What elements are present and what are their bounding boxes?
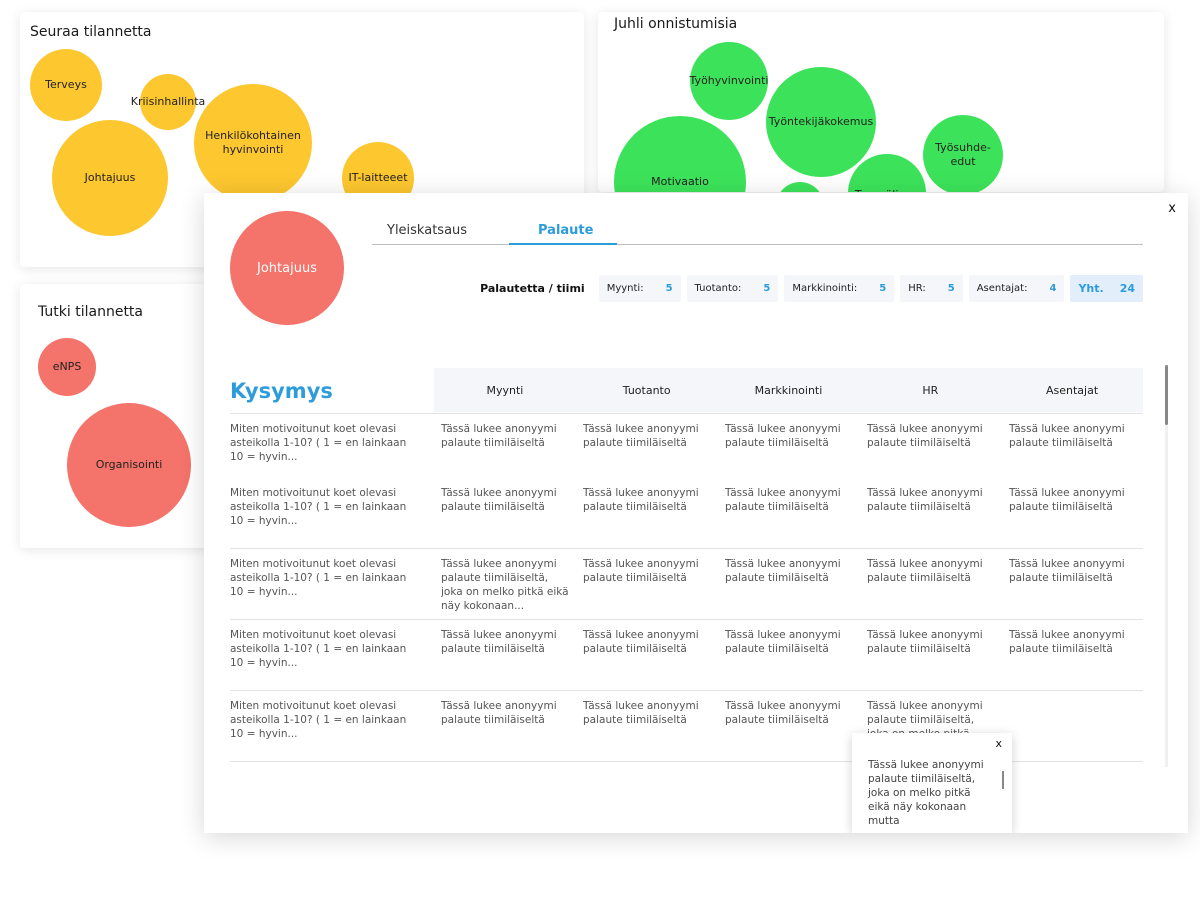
panel-title: Seuraa tilannetta [30,24,152,40]
bubble-motivaatio[interactable]: Motivaatio [614,116,746,192]
feedback-popover: x Tässä lukee anonyymi palaute tiimiläis… [852,733,1012,833]
panel-tutki-tilannetta: Tutki tilannetta eNPS Organisointi [20,284,220,548]
active-tab-indicator [509,243,617,245]
feedback-modal: x Johtajuus Yleiskatsaus Palaute Palaute… [204,193,1188,833]
feedback-cell[interactable]: Tässä lukee anonyymi palaute tiimiläisel… [725,629,841,655]
feedback-cell[interactable]: Tässä lukee anonyymi palaute tiimiläisel… [441,423,557,449]
chip-count: 4 [1049,283,1057,294]
feedback-cell[interactable]: Tässä lukee anonyymi palaute tiimiläisel… [725,487,841,513]
feedback-cell[interactable]: Tässä lukee anonyymi palaute tiimiläisel… [583,423,699,449]
chip-label: Yht. [1078,282,1104,295]
column-header-myynti[interactable]: Myynti [486,383,524,397]
row-divider [230,548,1143,549]
bubble-tyohyvinvointi[interactable]: Työhyvinvointi [690,42,768,120]
team-chip-asentajat[interactable]: Asentajat: 4 [968,275,1065,302]
team-chip-markkinointi[interactable]: Markkinointi: 5 [784,275,895,302]
table-scrollbar[interactable] [1165,365,1168,767]
feedback-cell[interactable]: Tässä lukee anonyymi palaute tiimiläisel… [1009,558,1125,584]
feedback-cell[interactable]: Tässä lukee anonyymi palaute tiimiläisel… [583,629,699,655]
feedback-cell[interactable]: Tässä lukee anonyymi palaute tiimiläisel… [867,423,983,449]
column-header-hr[interactable]: HR [922,383,939,397]
chip-label: Markkinointi: [792,283,858,294]
topic-bubble: Johtajuus [230,211,344,325]
modal-tabs: Yleiskatsaus Palaute [372,217,1143,245]
feedback-cell[interactable]: Tässä lukee anonyymi palaute tiimiläisel… [725,423,841,449]
feedback-cell[interactable]: Tässä lukee anonyymi palaute tiimiläisel… [725,700,841,726]
panel-title: Juhli onnistumisia [614,16,738,32]
table-row[interactable]: Miten motivoitunut koet olevasi asteikol… [230,549,1143,620]
chip-label: Tuotanto: [694,283,742,294]
row-divider [230,619,1143,620]
feedback-cell[interactable]: Tässä lukee anonyymi palaute tiimiläisel… [583,700,699,726]
bubble-johtajuus[interactable]: Johtajuus [52,120,168,236]
feedback-cell[interactable]: Tässä lukee anonyymi palaute tiimiläisel… [441,487,557,513]
panel-title: Tutki tilannetta [38,304,143,320]
popover-close-button[interactable]: x [995,737,1002,750]
table-header: Myynti Tuotanto Markkinointi HR Asentaja… [434,368,1143,412]
question-cell: Miten motivoitunut koet olevasi asteikol… [230,700,407,740]
bubble-tyontekijakokemus[interactable]: Työntekijäkokemus [766,67,876,177]
feedback-cell[interactable]: Tässä lukee anonyymi palaute tiimiläisel… [441,700,557,726]
bubble-enps[interactable]: eNPS [38,338,96,396]
question-cell: Miten motivoitunut koet olevasi asteikol… [230,558,407,598]
popover-scrollbar[interactable] [1002,771,1004,789]
row-divider [230,690,1143,691]
feedback-cell[interactable]: Tässä lukee anonyymi palaute tiimiläisel… [725,558,841,584]
chip-count: 5 [947,283,955,294]
teams-label: Palautetta / tiimi [480,282,585,295]
question-cell: Miten motivoitunut koet olevasi asteikol… [230,423,407,463]
team-chip-total[interactable]: Yht. 24 [1070,275,1143,302]
table-header-divider [230,413,1143,414]
question-heading: Kysymys [230,379,333,403]
feedback-cell[interactable]: Tässä lukee anonyymi palaute tiimiläisel… [1009,487,1125,513]
feedback-cell[interactable]: Tässä lukee anonyymi palaute tiimiläisel… [867,487,983,513]
bubble-kriisinhallinta[interactable]: Kriisinhallinta [131,74,205,130]
feedback-cell[interactable]: Tässä lukee anonyymi palaute tiimiläisel… [867,558,983,584]
chip-label: Myynti: [606,283,644,294]
chip-count: 5 [879,283,887,294]
chip-count: 5 [763,283,771,294]
table-row[interactable]: Miten motivoitunut koet olevasi asteikol… [230,478,1143,549]
team-counts: Palautetta / tiimi Myynti: 5 Tuotanto: 5 M… [480,275,1143,302]
bubble-henkilokohtainen-hyvinvointi[interactable]: Henkilökohtainen hyvinvointi [194,84,312,202]
tab-yleiskatsaus[interactable]: Yleiskatsaus [387,223,468,238]
chip-label: Asentajat: [976,283,1028,294]
feedback-cell[interactable]: Tässä lukee anonyymi palaute tiimiläisel… [583,487,699,513]
bubble-organisointi[interactable]: Organisointi [67,403,191,527]
scrollbar-thumb[interactable] [1165,365,1168,425]
feedback-cell[interactable]: Tässä lukee anonyymi palaute tiimiläisel… [441,629,557,655]
column-header-markkinointi[interactable]: Markkinointi [754,383,823,397]
question-cell: Miten motivoitunut koet olevasi asteikol… [230,629,407,669]
feedback-cell[interactable]: Tässä lukee anonyymi palaute tiimiläisel… [583,558,699,584]
column-header-asentajat[interactable]: Asentajat [1046,383,1099,397]
chip-count: 24 [1119,282,1135,295]
bubble-tyosuhde-edut[interactable]: Työsuhde-edut [923,115,1003,192]
table-row[interactable]: Miten motivoitunut koet olevasi asteikol… [230,691,1143,762]
panel-juhli-onnistumisia: Juhli onnistumisia Työhyvinvointi Työnte… [598,12,1164,192]
chip-label: HR: [908,283,926,294]
team-chip-myynti[interactable]: Myynti: 5 [598,275,681,302]
feedback-cell[interactable]: Tässä lukee anonyymi palaute tiimiläisel… [1009,423,1125,449]
tab-palaute[interactable]: Palaute [538,223,594,238]
chip-count: 5 [665,283,673,294]
team-chip-tuotanto[interactable]: Tuotanto: 5 [686,275,779,302]
team-chip-hr[interactable]: HR: 5 [900,275,963,302]
popover-text: Tässä lukee anonyymi palaute tiimiläisel… [868,759,984,827]
row-divider [230,761,1143,762]
feedback-cell[interactable]: Tässä lukee anonyymi palaute tiimiläisel… [441,558,569,612]
modal-close-button[interactable]: x [1168,201,1176,216]
feedback-cell[interactable]: Tässä lukee anonyymi palaute tiimiläisel… [1009,629,1125,655]
table-row[interactable]: Miten motivoitunut koet olevasi asteikol… [230,620,1143,691]
feedback-cell[interactable]: Tässä lukee anonyymi palaute tiimiläisel… [867,629,983,655]
bubble-small[interactable] [776,182,824,192]
column-header-tuotanto[interactable]: Tuotanto [622,383,671,397]
table-row[interactable]: Miten motivoitunut koet olevasi asteikol… [230,414,1143,485]
bubble-terveys[interactable]: Terveys [30,49,102,121]
question-cell: Miten motivoitunut koet olevasi asteikol… [230,487,407,527]
